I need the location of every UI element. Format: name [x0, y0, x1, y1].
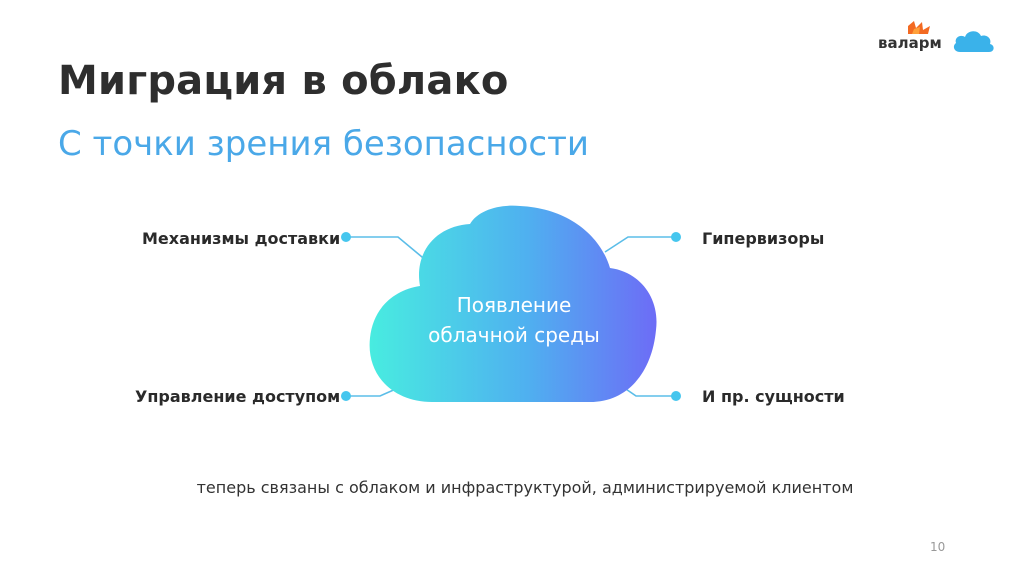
connector-top-left — [346, 236, 429, 263]
cloud-icon — [953, 31, 994, 52]
valarm-flame-icon — [908, 21, 930, 34]
diagram-caption: теперь связаны с облаком и инфраструктур… — [196, 478, 854, 497]
node-label-hypervisors: Гипервизоры — [702, 229, 825, 248]
node-dot-top-right — [671, 232, 681, 242]
cloud-center-label: Появление облачной среды — [400, 290, 628, 350]
cloud-shape — [369, 205, 657, 402]
node-dot-bottom-right — [671, 391, 681, 401]
brand-name: валарм — [878, 34, 942, 52]
node-dot-bottom-left — [341, 391, 351, 401]
connector-top-right — [604, 236, 676, 253]
cloud-center-line-1: Появление — [456, 293, 572, 317]
page-number: 10 — [930, 540, 946, 554]
brand-logo — [908, 21, 994, 52]
slide-subtitle: С точки зрения безопасности — [58, 124, 590, 164]
node-label-other: И пр. сущности — [702, 387, 845, 406]
node-label-access: Управление доступом — [135, 387, 341, 406]
cloud-center-line-2: облачной среды — [428, 323, 600, 347]
node-label-delivery: Механизмы доставки — [142, 229, 341, 248]
slide-title: Миграция в облако — [58, 58, 509, 104]
node-dot-top-left — [341, 232, 351, 242]
